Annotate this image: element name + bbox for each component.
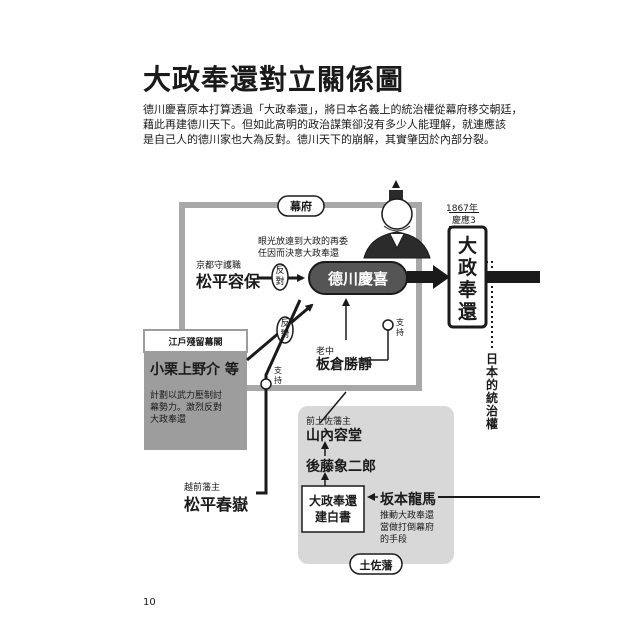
- tosa-label-pill: [349, 553, 403, 575]
- yoshinobu-box: [308, 261, 408, 295]
- intro-text: 德川慶喜原本打算透過「大政奉還」，將日本名義上的統治權從幕府移交朝廷， 藉此再建…: [143, 102, 523, 147]
- intro-line: 藉此再建德川天下。但如此高明的政治謀策卻沒有多少人能理解，就連應該: [143, 118, 506, 131]
- ryoma-name: 坂本龍馬: [380, 492, 436, 508]
- bakufu-label-pill: [277, 195, 325, 217]
- ryoma-note: 推動大政奉還 當做打倒幕府 的手段: [380, 511, 435, 545]
- page-number: 10: [143, 597, 156, 608]
- yoshinobu-note: 眼光放遠到大政的再委 任因而決意大政奉還: [258, 237, 349, 259]
- edo-name: 小栗上野介 等: [150, 362, 239, 378]
- taisei-year: 1867年: [446, 204, 478, 214]
- edo-header: 江戶殘留幕閣: [168, 338, 223, 348]
- katamori-role: 京都守護職: [196, 261, 242, 271]
- edo-header-box: [143, 329, 248, 353]
- katamori-name: 松平容保: [196, 272, 261, 291]
- japan-rule-text: 日 本 的 統 治 權: [485, 352, 498, 431]
- page-title: 大政奉還對立關係圖: [143, 63, 405, 96]
- intro-line: 德川慶喜原本打算透過「大政奉還」，將日本名義上的統治權從幕府移交朝廷，: [143, 103, 523, 116]
- itakura-role: 老中: [316, 347, 335, 357]
- edo-note: 計劃以武力壓制討 幕勢力。激烈反對 大政奉還: [150, 391, 223, 425]
- goto-name: 後藤象二郎: [306, 459, 376, 475]
- bakufu-label: 幕府: [290, 200, 312, 213]
- yodo-name: 山內容堂: [306, 428, 362, 444]
- oppose-mark: 反對: [280, 319, 290, 340]
- taisei-houkan-text: 大 政 奉 還: [457, 235, 477, 323]
- itakura-name: 板倉勝靜: [316, 357, 372, 373]
- yoshinobu-portrait-icon: [363, 180, 431, 259]
- support-mark: 支持: [396, 318, 404, 337]
- yodo-role: 前土佐藩主: [306, 417, 352, 427]
- shungaku-name: 松平春嶽: [184, 495, 249, 514]
- intro-line: 是自己人的德川家也大為反對。德川天下的崩解，其實肇因於內部分裂。: [143, 133, 495, 146]
- kenpaku-text: 大政奉還 建白書: [308, 494, 357, 524]
- yoshinobu-name: 德川慶喜: [327, 270, 388, 288]
- shungaku-role: 越前藩主: [184, 483, 221, 493]
- kenpaku-box: [301, 485, 365, 533]
- support-mark: 支持: [274, 366, 282, 385]
- taisei-era: 慶應3: [449, 212, 479, 227]
- oppose-mark: 反對: [275, 266, 285, 287]
- tosa-label: 土佐藩: [359, 559, 393, 572]
